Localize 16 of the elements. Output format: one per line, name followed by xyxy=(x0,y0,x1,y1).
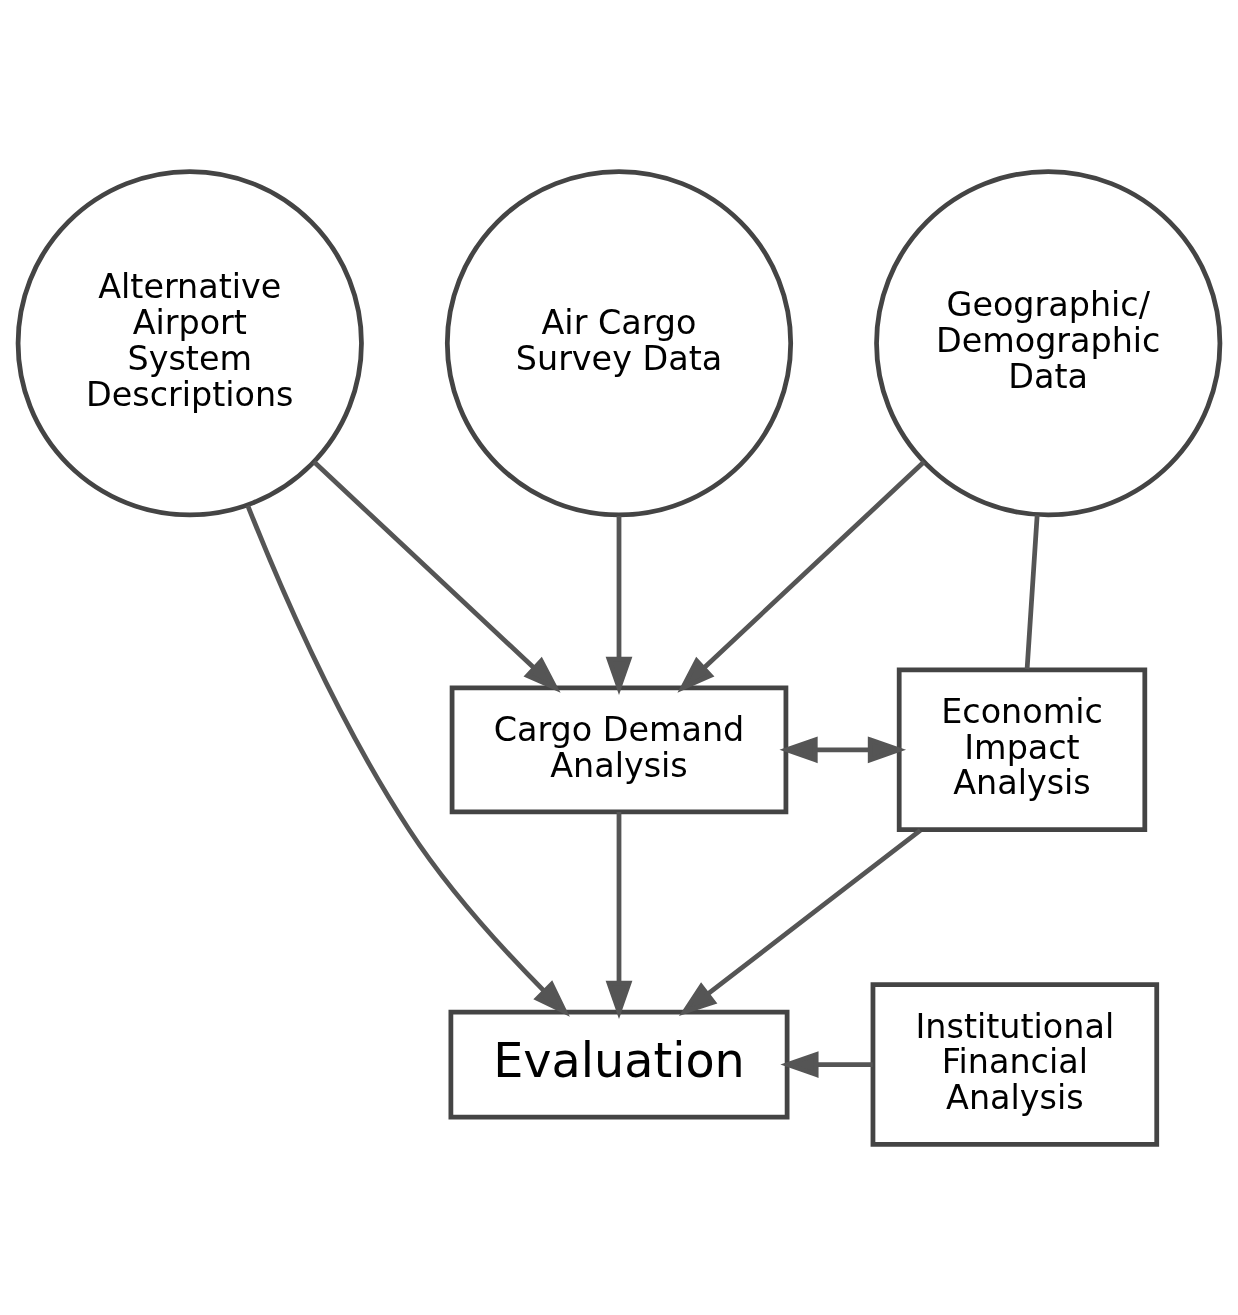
node-box: Cargo Demand Analysis xyxy=(449,684,789,814)
arrow xyxy=(678,828,922,1016)
node-box: Economic Impact Analysis xyxy=(896,667,1148,832)
connector xyxy=(1024,514,1040,669)
node-circle: Alternative Airport System Descriptions xyxy=(15,168,364,517)
arrow xyxy=(779,735,907,763)
arrow xyxy=(605,515,633,695)
node-circle: Geographic/ Demographic Data xyxy=(874,168,1223,517)
node-circle: Air Cargo Survey Data xyxy=(444,168,794,517)
node-box: Evaluation xyxy=(448,1009,790,1119)
arrow xyxy=(677,459,926,693)
arrow xyxy=(780,1050,873,1078)
node-box: Institutional Financial Analysis xyxy=(870,981,1160,1147)
arrow xyxy=(245,504,570,1017)
arrow xyxy=(605,811,633,1019)
arrow xyxy=(312,459,561,693)
